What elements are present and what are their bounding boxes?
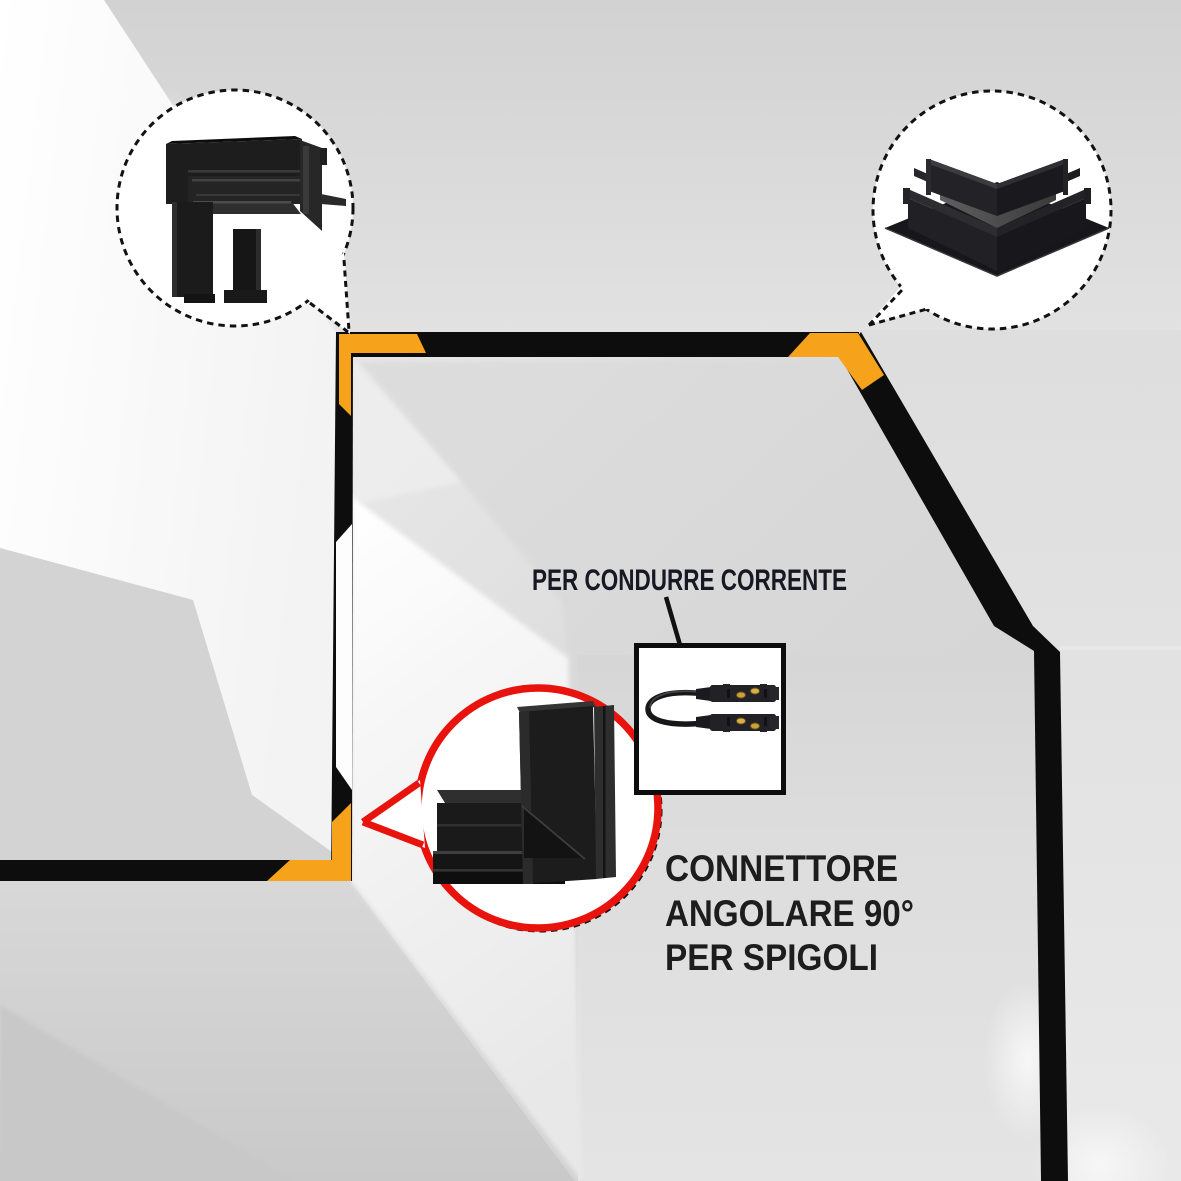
svg-text:CONNETTORE: CONNETTORE (665, 848, 898, 889)
svg-text:ANGOLARE 90°: ANGOLARE 90° (665, 893, 914, 934)
svg-text:PER SPIGOLI: PER SPIGOLI (665, 937, 878, 978)
svg-text:PER CONDURRE CORRENTE: PER CONDURRE CORRENTE (532, 564, 847, 597)
